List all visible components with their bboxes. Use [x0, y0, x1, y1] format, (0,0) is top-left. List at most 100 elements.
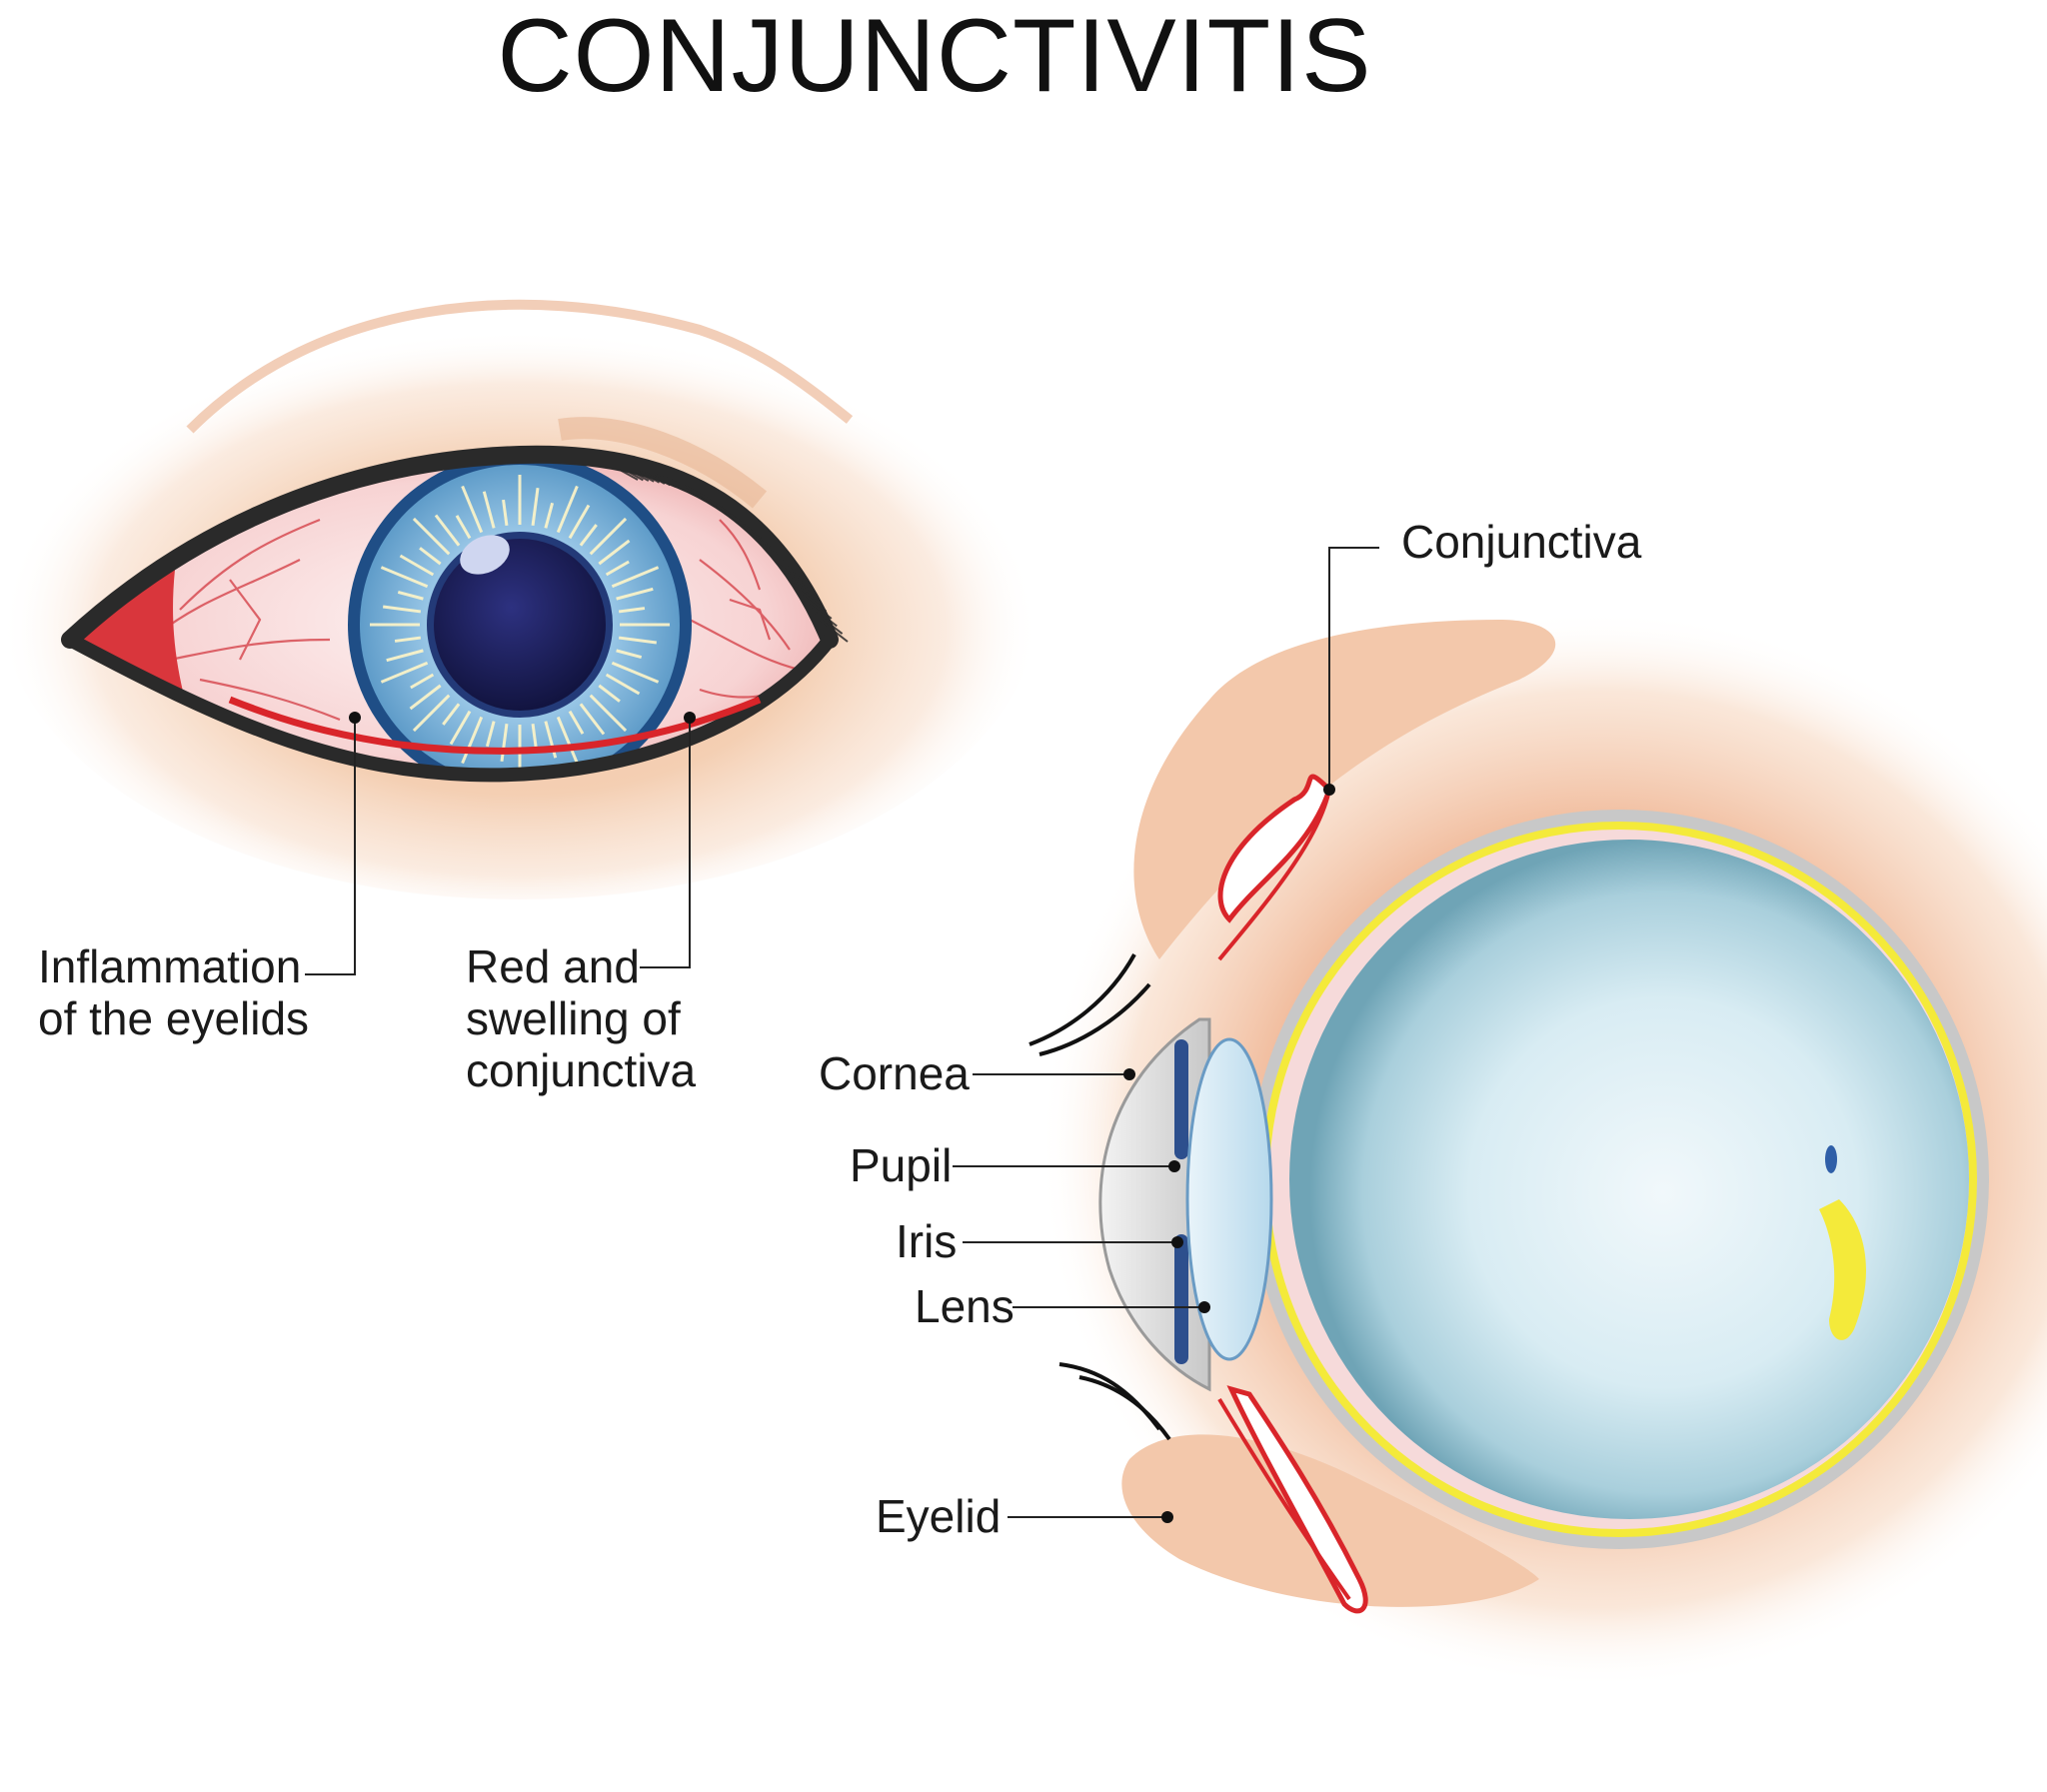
iris-fiber: [485, 721, 496, 748]
iris-upper: [1174, 1039, 1188, 1159]
iris-fiber: [500, 723, 509, 763]
iris-fiber: [412, 517, 451, 556]
iris-fiber: [556, 485, 579, 534]
eyelash: [768, 552, 795, 573]
blood-vessels: [149, 518, 801, 722]
label-lens: Lens: [915, 1280, 1015, 1332]
iris-fiber: [461, 716, 484, 765]
eyelash: [619, 469, 639, 481]
eyelash: [798, 590, 828, 613]
pointer-dot-eyelid: [1161, 1511, 1173, 1523]
label-conjunctiva: Conjunctiva: [1401, 516, 1642, 568]
front-eye-illustration: [0, 299, 1039, 975]
label-inflammation-line-2: of the eyelids: [38, 992, 310, 1044]
label-eyelid: Eyelid: [876, 1490, 1002, 1542]
iris-fiber: [412, 694, 451, 733]
iris-fiber: [502, 499, 509, 527]
eyelash: [650, 472, 671, 487]
eyelash: [624, 469, 644, 482]
iris-lower: [1174, 1234, 1188, 1364]
iris-fiber: [611, 661, 660, 684]
iris-fiber: [409, 684, 442, 711]
iris-fiber: [482, 491, 496, 529]
iris-fiber: [531, 723, 538, 751]
conjunctiva-upper-line: [1217, 789, 1331, 961]
iris-fiber: [589, 517, 628, 556]
pointer-dot-red-swelling: [684, 712, 696, 724]
eyelash: [634, 470, 655, 483]
label-pupil: Pupil: [850, 1139, 953, 1191]
eyelashes: [619, 469, 849, 643]
iris-fiber: [616, 587, 654, 601]
eyelash: [752, 535, 779, 556]
pointer-dot-cornea: [1123, 1068, 1135, 1080]
iris-fiber: [605, 560, 630, 577]
iris-fiber: [598, 684, 621, 703]
iris-fiber: [394, 636, 422, 643]
iris-fiber: [455, 515, 472, 540]
label-red-swelling: Red and swelling of conjunctiva: [466, 940, 696, 1096]
leader-inflammation: [305, 718, 356, 975]
upper-conjunctiva-fold: [1217, 774, 1332, 923]
label-inflammation-line-1: Inflammation: [38, 940, 302, 992]
iris-fiber: [544, 502, 555, 529]
iris-fiber: [442, 703, 461, 726]
label-iris: Iris: [896, 1215, 958, 1267]
upper-lid-fold: [558, 417, 768, 509]
upper-eyelash-2: [1038, 982, 1151, 1056]
iris-fiber: [611, 566, 660, 589]
eyelash: [665, 477, 687, 492]
eyelash: [640, 470, 661, 484]
label-cornea: Cornea: [819, 1047, 970, 1099]
optic-disc: [1819, 1199, 1866, 1340]
upper-eyelash-1: [1028, 953, 1136, 1046]
eyelash: [629, 469, 650, 482]
eyelash: [783, 570, 811, 592]
pointer-dot-lens: [1198, 1301, 1210, 1313]
iris-fiber: [380, 661, 429, 684]
eyelash: [778, 563, 806, 586]
iris-fiber: [531, 487, 540, 527]
iris-fiber: [618, 607, 646, 614]
pointer-dot-iris: [1171, 1236, 1183, 1248]
iris-fiber: [579, 703, 606, 736]
fovea: [1825, 1145, 1837, 1173]
lower-conjunctiva-fold: [1226, 1385, 1368, 1614]
lower-eyelash-2: [1078, 1375, 1171, 1441]
leader-conjunctiva: [1328, 547, 1379, 790]
pointer-dot-conjunctiva: [1323, 784, 1335, 796]
iris-fiber: [449, 710, 472, 746]
iris-fiber: [410, 673, 435, 690]
iris-fiber: [598, 539, 631, 566]
eyelash: [804, 597, 833, 620]
eyelash: [645, 471, 666, 485]
iris-fiber: [382, 605, 422, 614]
eyelash: [757, 541, 784, 562]
iris-fiber: [605, 673, 641, 696]
label-red-swelling-line-2: swelling of: [466, 992, 681, 1044]
iris-fiber: [568, 710, 585, 735]
iris-fiber: [397, 590, 424, 601]
leader-red-swelling: [640, 718, 691, 968]
conjunctiva-lower-line: [1217, 1397, 1351, 1601]
cross-section-illustration: [953, 547, 2047, 1689]
iris-fiber: [589, 694, 628, 733]
iris-fiber: [568, 504, 591, 540]
iris-fiber: [556, 716, 579, 765]
diagram-title: CONJUNCTIVITIS: [497, 0, 1372, 114]
pointer-dot-inflammation: [349, 712, 361, 724]
vitreous-body: [1289, 840, 1969, 1519]
iris-fiber: [419, 547, 442, 566]
eyelash: [809, 604, 838, 628]
eyelash: [655, 473, 677, 488]
pupil: [434, 539, 606, 711]
iris-fiber: [386, 649, 424, 663]
label-red-swelling-line-3: conjunctiva: [466, 1044, 697, 1096]
iris-fiber: [399, 554, 435, 577]
pointer-dot-pupil: [1168, 1160, 1180, 1172]
lens: [1185, 1037, 1273, 1361]
eyelash: [793, 583, 822, 606]
iris-fiber: [461, 485, 484, 534]
